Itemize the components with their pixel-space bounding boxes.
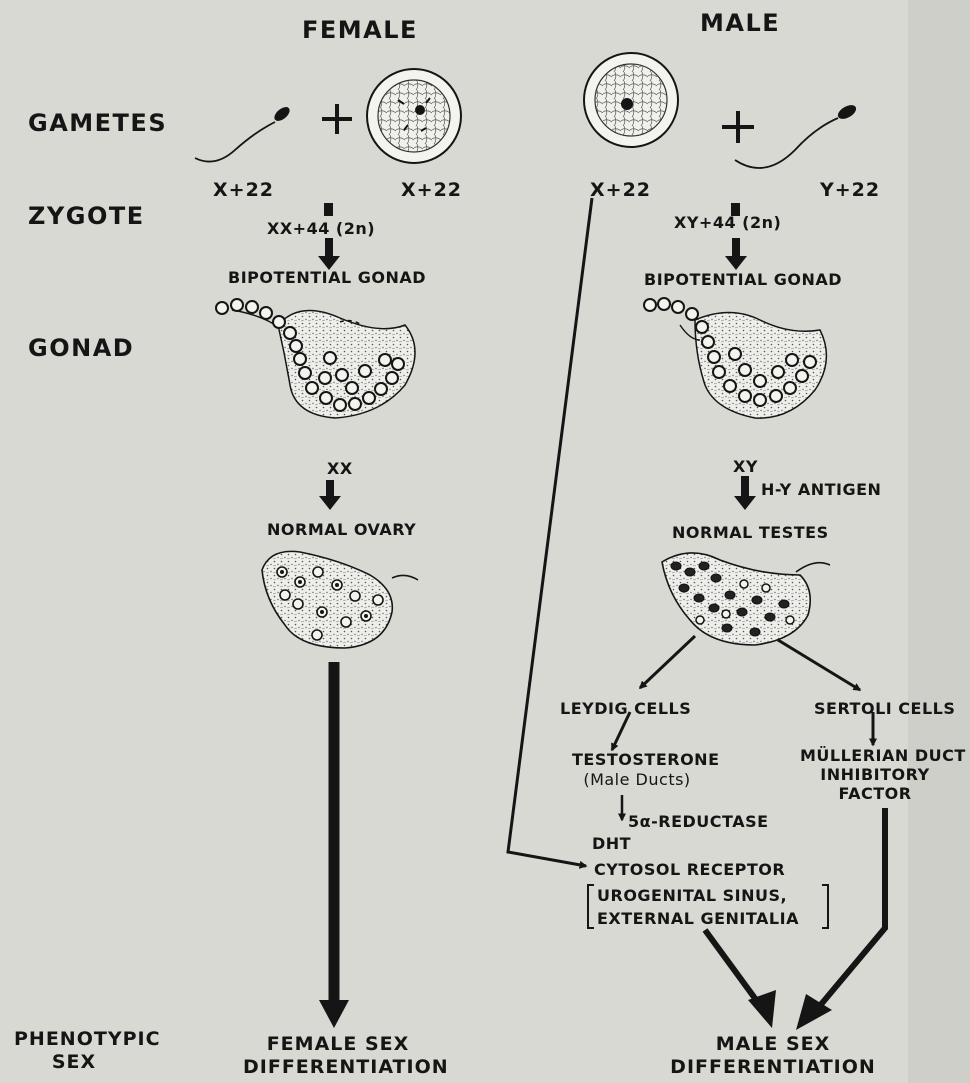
male-sperm-chromosomes: Y+22 [820, 181, 880, 200]
female-ovary-arrow [319, 480, 341, 510]
male-egg [584, 53, 678, 147]
female-egg-chromosomes: X+22 [401, 181, 462, 200]
dht-label: DHT [592, 836, 631, 852]
male-header: MALE [696, 11, 784, 35]
female-bipotential-gonad [216, 299, 415, 418]
female-zygote-label: XX+44 (2n) [267, 221, 375, 237]
urogenital-sinus-label: UROGENITAL SINUS, [597, 888, 787, 904]
male-left-shaft [705, 930, 762, 1008]
row-label-gametes: GAMETES [28, 111, 167, 135]
female-header: FEMALE [298, 18, 422, 42]
male-gonad-label: BIPOTENTIAL GONAD [644, 272, 842, 288]
male-normal-testes [662, 553, 830, 645]
male-outcome-label: MALE SEX DIFFERENTIATION [668, 1035, 878, 1077]
female-gamete-connector [324, 203, 333, 216]
row-label-zygote: ZYGOTE [28, 204, 145, 228]
arrow-to-sertoli [778, 640, 860, 690]
male-antigen: H-Y ANTIGEN [761, 482, 881, 498]
female-sperm [195, 104, 292, 161]
bracket-right [822, 885, 828, 928]
reductase-label: 5α-REDUCTASE [628, 814, 769, 830]
external-genitalia-label: EXTERNAL GENITALIA [597, 911, 799, 927]
female-karyotype: XX [327, 461, 353, 477]
male-testes-arrow [734, 476, 756, 510]
testosterone-label: TESTOSTERONE (Male Ducts) [572, 752, 702, 788]
male-zygote-arrow [725, 238, 747, 270]
male-plus-sign [722, 111, 754, 143]
leydig-cells-label: LEYDIG CELLS [560, 701, 691, 717]
male-egg-chromosomes: X+22 [590, 181, 651, 200]
bracket-left [588, 885, 594, 928]
male-zygote-label: XY+44 (2n) [674, 215, 781, 231]
female-gonad-label: BIPOTENTIAL GONAD [228, 270, 426, 286]
female-normal-ovary-label: NORMAL OVARY [267, 522, 416, 538]
row-label-gonad: GONAD [28, 336, 134, 360]
female-sperm-chromosomes: X+22 [213, 181, 274, 200]
male-sperm [735, 102, 858, 168]
female-outcome-label: FEMALE SEX DIFFERENTIATION [243, 1035, 433, 1077]
sertoli-cells-label: SERTOLI CELLS [814, 701, 955, 717]
female-zygote-arrow [318, 238, 340, 270]
male-karyotype: XY [733, 459, 758, 475]
female-outcome-arrowhead [319, 1000, 349, 1028]
female-plus-sign [322, 104, 352, 134]
cytosol-receptor-label: CYTOSOL RECEPTOR [594, 862, 785, 878]
female-normal-ovary [262, 551, 418, 648]
male-normal-testes-label: NORMAL TESTES [672, 525, 829, 541]
male-bipotential-gonad [644, 298, 826, 418]
female-egg [367, 69, 461, 163]
row-label-phenotypic: PHENOTYPIC SEX [14, 1030, 134, 1072]
mullerian-inhibitory-factor-label: MÜLLERIAN DUCT INHIBITORY FACTOR [800, 748, 950, 802]
arrow-to-leydig [640, 636, 695, 688]
